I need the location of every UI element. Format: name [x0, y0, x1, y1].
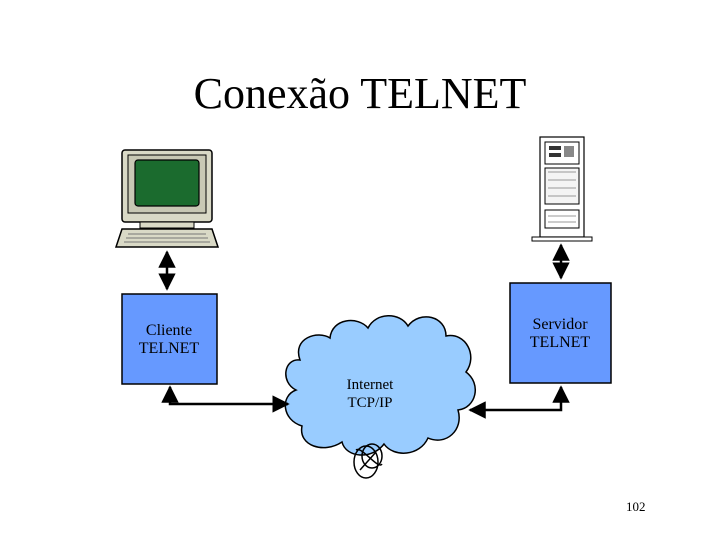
server-box — [509, 282, 612, 384]
desktop-computer-icon — [114, 149, 220, 248]
network-label-line1: Internet — [346, 377, 394, 393]
network-loop-icon — [353, 443, 383, 479]
server-label: Servidor TELNET — [512, 316, 608, 352]
monitor-screen — [134, 159, 200, 207]
network-label: Internet TCP/IP — [330, 376, 410, 412]
network-label-line2: TCP/IP — [347, 395, 393, 411]
server-label-line1: Servidor — [532, 316, 588, 333]
server-label-line2: TELNET — [529, 334, 591, 351]
page-number: 102 — [626, 499, 646, 514]
client-box — [121, 293, 218, 385]
slide-title: Conexão TELNET — [193, 69, 527, 118]
server-internet-connection — [468, 385, 570, 419]
client-label-line1: Cliente — [145, 322, 193, 339]
client-label-line2: TELNET — [138, 340, 200, 357]
server-tower-icon — [531, 136, 593, 242]
client-internet-connection — [161, 385, 290, 413]
client-label: Cliente TELNET — [126, 322, 212, 358]
internet-cloud — [284, 315, 476, 456]
